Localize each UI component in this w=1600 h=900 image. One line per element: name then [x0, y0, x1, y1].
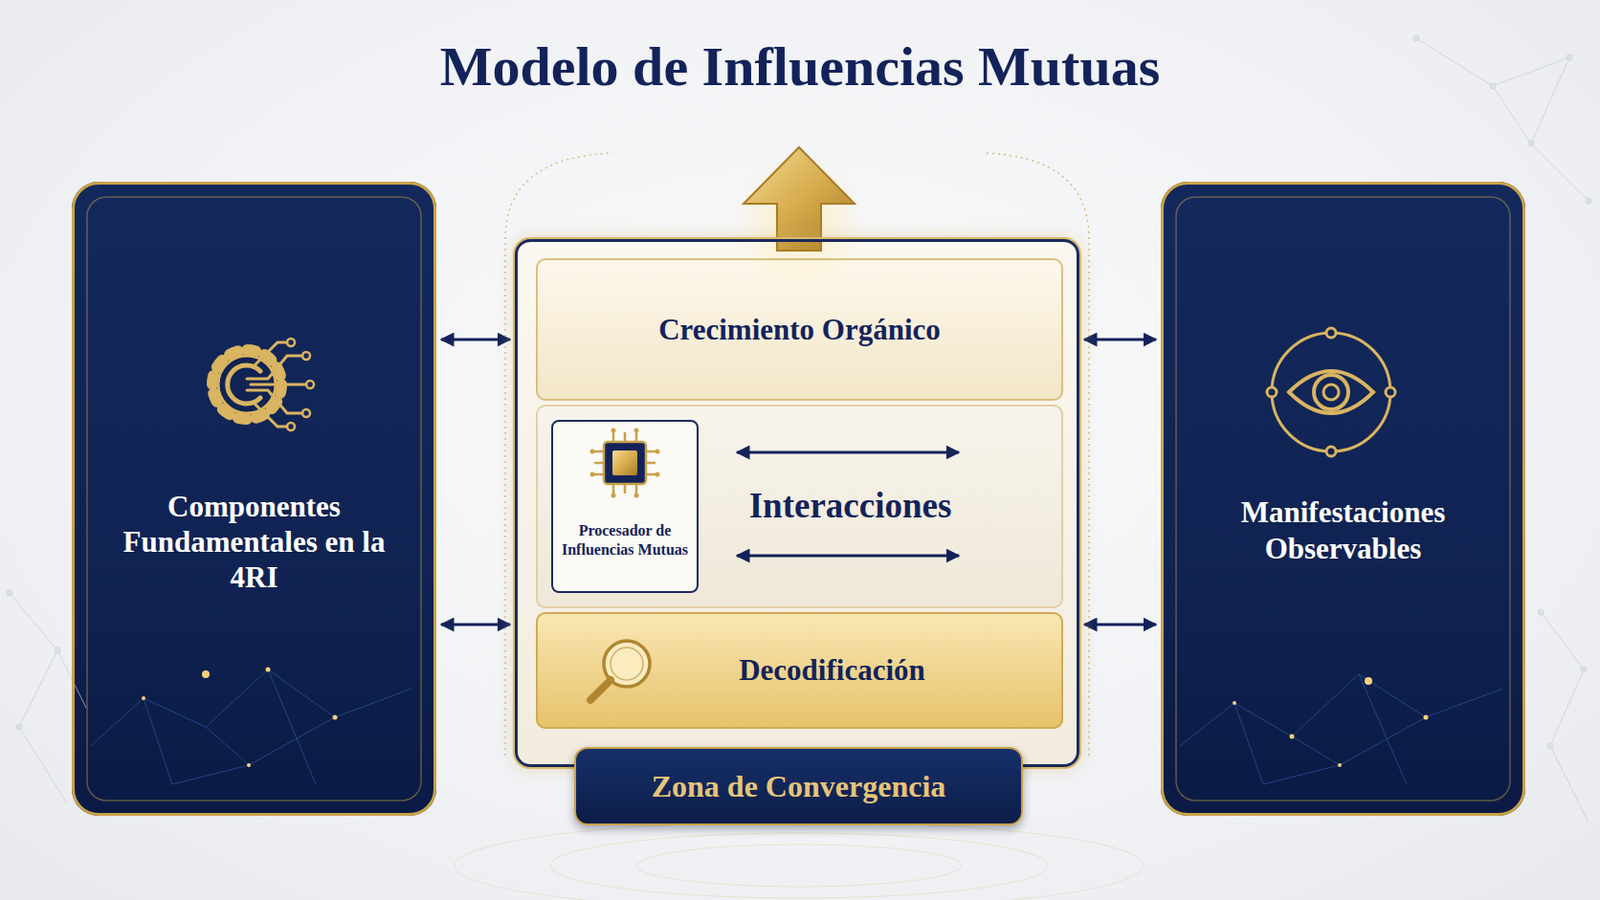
input-panel-fill	[71, 181, 437, 817]
node-label: Manifestaciones Observables	[1192, 494, 1494, 566]
double-arrow-connector	[441, 338, 511, 342]
node-label: Componentes Fundamentales en la 4RI	[103, 488, 405, 597]
node-label: Interacciones	[749, 485, 953, 528]
panel-inner-frame	[1176, 197, 1511, 801]
gear-circuit-icon	[212, 338, 314, 431]
output-panel: Manifestaciones Observables	[1160, 181, 1526, 817]
output-panel-fill	[1160, 181, 1526, 817]
processor-box: Procesador de Influencias Mutuas	[551, 420, 699, 594]
double-arrow-connector	[441, 623, 511, 627]
diagram-title: Modelo de Influencias Mutuas	[0, 36, 1600, 98]
interaction-arrows	[736, 452, 959, 556]
eye-icon	[1266, 328, 1396, 457]
background-network	[6, 35, 1592, 823]
double-arrow-connector	[1084, 623, 1156, 627]
interaction-box: Procesador de Influencias Mutuas Interacc…	[535, 404, 1064, 609]
processor-box-fill	[551, 420, 699, 594]
chip-icon	[590, 428, 661, 499]
double-arrow-connector	[1084, 338, 1156, 342]
node-label: Decodificación	[738, 652, 926, 689]
title-underline	[474, 121, 1123, 124]
convergence-container: Crecimiento OrgánicoProcesador de Influe…	[514, 239, 1080, 768]
input-panel: Componentes Fundamentales en la 4RI	[71, 181, 437, 817]
growth-box: Crecimiento Orgánico	[535, 258, 1064, 401]
ripple-rings	[454, 822, 1144, 900]
growth-arrow	[743, 147, 855, 251]
convergence-container-fill	[514, 239, 1080, 768]
decoding-box-fill	[535, 612, 1064, 730]
panel-inner-frame	[87, 197, 422, 801]
zone-band-label: Zona de Convergencia	[574, 747, 1023, 826]
node-label: Crecimiento Orgánico	[658, 311, 941, 348]
interaction-box-fill	[535, 404, 1064, 609]
node-label: Procesador de Influencias Mutuas	[558, 521, 691, 558]
decoding-box: Decodificación	[535, 612, 1064, 730]
magnifier-icon	[590, 641, 650, 701]
